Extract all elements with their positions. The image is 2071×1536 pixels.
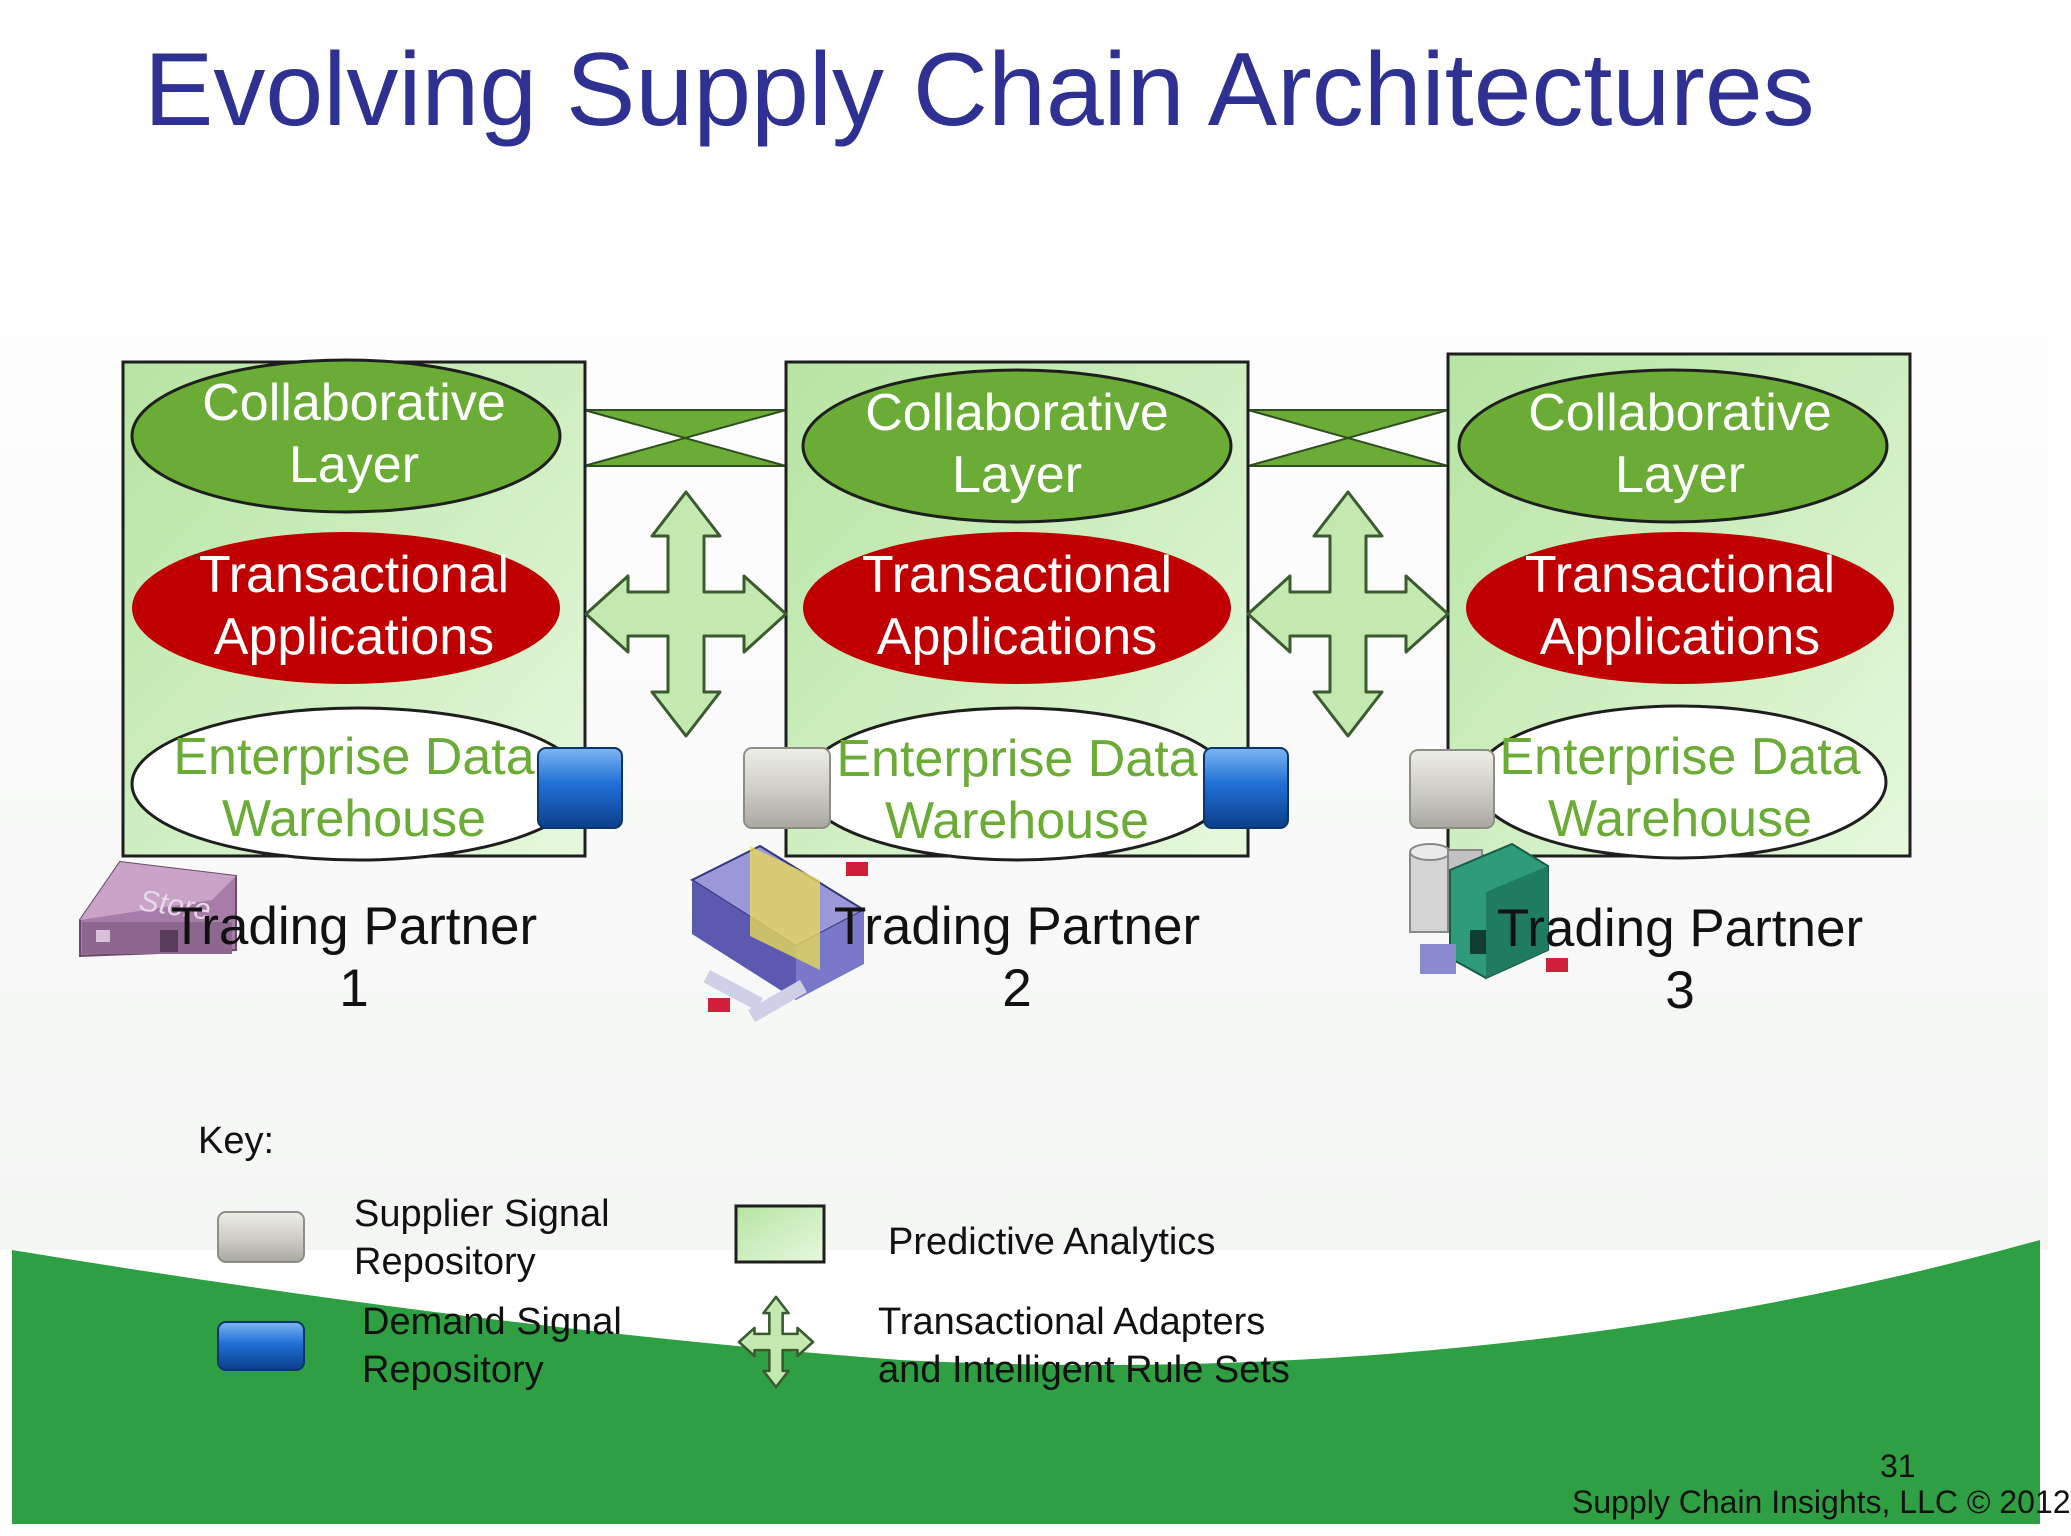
key-label-line2: Repository <box>354 1241 536 1283</box>
slide-number: 31 <box>1880 1448 1916 1484</box>
supplier-signal-repository-icon <box>217 1211 305 1263</box>
collaborative-layer-ellipse <box>801 368 1233 524</box>
trans-text-line1: Transactional <box>1525 546 1835 604</box>
key-label-demand: Demand Signal Repository <box>362 1298 622 1394</box>
green-wave <box>12 1240 2040 1524</box>
key-label-line1: Supplier Signal <box>354 1193 610 1235</box>
partner-label-line1: Trading Partner <box>833 897 1201 956</box>
key-label-predictive: Predictive Analytics <box>888 1218 1215 1266</box>
partner-label-line2: 1 <box>339 959 369 1018</box>
partner-label-3: Trading Partner 3 <box>1448 898 1912 1022</box>
key-label-line1: Transactional Adapters <box>878 1301 1266 1343</box>
key-label-line2: and Intelligent Rule Sets <box>878 1349 1290 1391</box>
collab-text-line2: Layer <box>289 436 419 494</box>
partner-label-line1: Trading Partner <box>170 897 538 956</box>
transactional-ellipse <box>1466 532 1894 684</box>
key-label-line2: Repository <box>362 1349 544 1391</box>
collaborative-layer-ellipse <box>130 358 562 514</box>
predictive-analytics-box-icon <box>734 1204 826 1264</box>
collab-text-line1: Collaborative <box>202 374 506 432</box>
store-building-icon: Store <box>79 860 237 958</box>
edw-text-line2: Warehouse <box>1548 790 1812 848</box>
edw-text-line2: Warehouse <box>885 792 1149 850</box>
demand-signal-repository-icon <box>537 747 623 829</box>
collab-text-line2: Layer <box>952 446 1082 504</box>
collab-text-line1: Collaborative <box>1528 384 1832 442</box>
key-label-adapters: Transactional Adapters and Intelligent R… <box>878 1298 1290 1394</box>
collab-text-line2: Layer <box>1615 446 1745 504</box>
key-title: Key: <box>198 1120 275 1162</box>
key-label-line1: Predictive Analytics <box>888 1221 1216 1263</box>
four-way-arrow-icon <box>737 1295 815 1389</box>
collab-text-line1: Collaborative <box>865 384 1169 442</box>
partner-label-1: Trading Partner 1 <box>122 896 586 1020</box>
edw-text-line1: Enterprise Data <box>1499 728 1860 786</box>
transactional-ellipse <box>803 532 1231 684</box>
trans-text-line1: Transactional <box>862 546 1172 604</box>
trans-text-line2: Applications <box>214 608 494 666</box>
trans-text-line1: Transactional <box>199 546 509 604</box>
copyright-text: Supply Chain Insights, LLC © 2012 <box>1572 1484 2071 1520</box>
page-title: Evolving Supply Chain Architectures <box>144 32 1815 148</box>
trans-text-line2: Applications <box>1540 608 1820 666</box>
key-label-supplier: Supplier Signal Repository <box>354 1190 610 1286</box>
collaborative-layer-ellipse <box>1457 368 1889 524</box>
partner-label-line2: 3 <box>1665 961 1695 1020</box>
supplier-signal-repository-icon <box>743 747 831 829</box>
partner-label-line1: Trading Partner <box>1496 899 1864 958</box>
edw-text-line2: Warehouse <box>222 790 486 848</box>
demand-signal-repository-icon <box>217 1321 305 1371</box>
transactional-ellipse <box>132 532 560 684</box>
edw-text-line1: Enterprise Data <box>173 728 534 786</box>
partner-label-2: Trading Partner 2 <box>785 896 1249 1020</box>
edw-text-line1: Enterprise Data <box>836 730 1197 788</box>
factory-icon <box>1409 842 1568 980</box>
key-label-line1: Demand Signal <box>362 1301 622 1343</box>
distribution-center-icon <box>689 844 868 1023</box>
trans-text-line2: Applications <box>877 608 1157 666</box>
partner-label-line2: 2 <box>1002 959 1032 1018</box>
demand-signal-repository-icon <box>1203 747 1289 829</box>
supplier-signal-repository-icon <box>1409 749 1495 829</box>
